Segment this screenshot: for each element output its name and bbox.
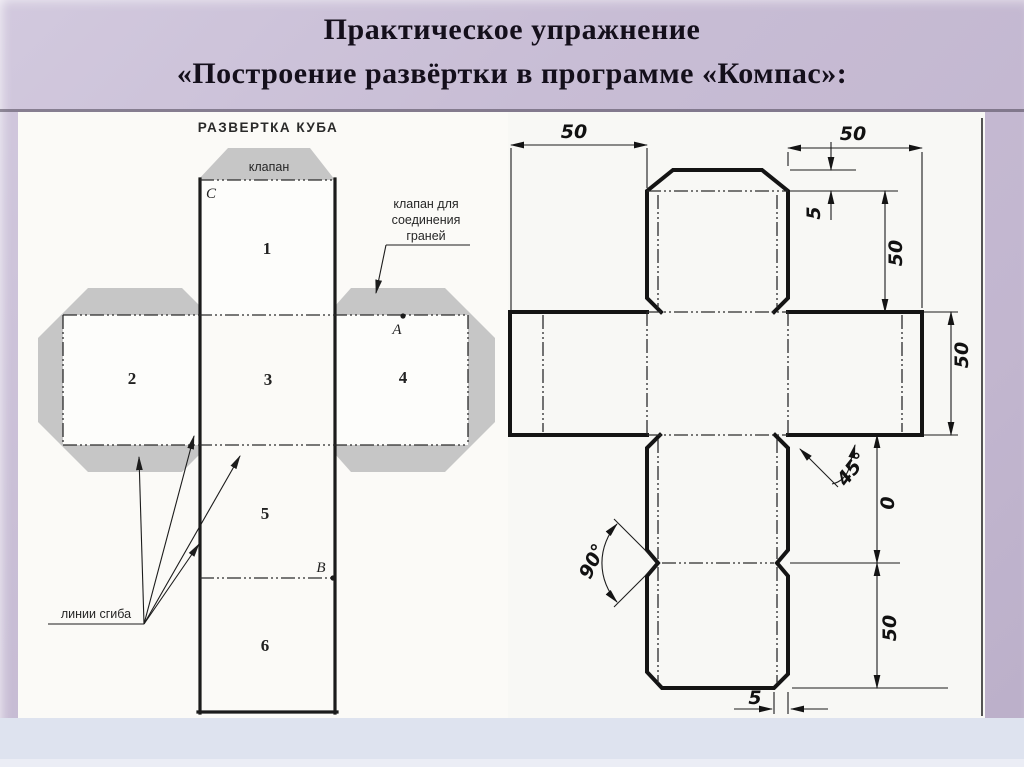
dimension-labels: 50 50 5 50 50 45° 0 50 90° 5 [561,121,973,709]
dim-top-square-height: 50 [885,240,907,266]
cube-faces [63,180,468,445]
left-diagram-labels: РАЗВЕРТКА КУБА клапан С 1 2 3 4 5 6 А В … [61,120,461,655]
point-c-label: С [206,186,217,202]
dim-top-left-width: 50 [561,121,587,143]
face-4 [335,315,468,445]
slide-title-line1: Практическое упражнение [323,13,701,46]
cut-edges [196,177,339,715]
flap-note-line1: клапан для [393,197,458,211]
scan-edge-line [0,109,1024,112]
dim-strip-height: 50 [951,342,973,368]
flap-top [198,148,335,180]
face-1-number: 1 [263,239,272,258]
dim-bottom-square-height: 50 [879,615,901,641]
face-1 [200,180,335,315]
annotations [48,244,470,625]
cube-net-template-svg: РАЗВЕРТКА КУБА клапан С 1 2 3 4 5 6 А В … [38,120,495,715]
dim-below-strip: 0 [877,496,899,509]
flap-note-line2: соединения [392,213,461,227]
left-diagram-heading: РАЗВЕРТКА КУБА [198,120,339,135]
face-2-number: 2 [128,369,137,388]
point-a-label: А [391,322,402,338]
face-3-number: 3 [264,370,273,389]
net-outline [508,168,924,690]
cad-drawing-svg: 50 50 5 50 50 45° 0 50 90° 5 [508,118,983,716]
face-6-number: 6 [261,636,270,655]
slide-title: Практическое упражнение «Построение разв… [0,8,1024,96]
flap-label: клапан [249,160,290,174]
fold-lines [542,190,903,683]
face-4-number: 4 [399,368,408,387]
dim-flap-height: 5 [803,206,825,219]
point-b-dot [330,575,336,581]
face-5-number: 5 [261,504,270,523]
left-diagram-panel: РАЗВЕРТКА КУБА клапан С 1 2 3 4 5 6 А В … [18,112,508,718]
bottom-strip [0,718,1024,767]
dimension-lines [509,141,958,714]
fold-lines-label: линии сгиба [61,607,131,621]
dim-top-right-width: 50 [840,123,866,145]
point-b-label: В [316,560,325,576]
dim-chamfer-angle: 45° [832,448,872,491]
dim-bottom-chamfer-width: 5 [748,687,761,709]
dim-notch-angle: 90° [575,540,611,582]
slide-title-line2: «Построение развёртки в программе «Компа… [176,57,848,90]
flap-note-line3: граней [406,229,445,243]
right-diagram-panel: 50 50 5 50 50 45° 0 50 90° 5 [508,112,985,718]
fold-lines [62,179,469,579]
point-a-dot [400,313,406,319]
bottom-strip-highlight [0,759,1024,767]
face-2 [63,315,200,445]
